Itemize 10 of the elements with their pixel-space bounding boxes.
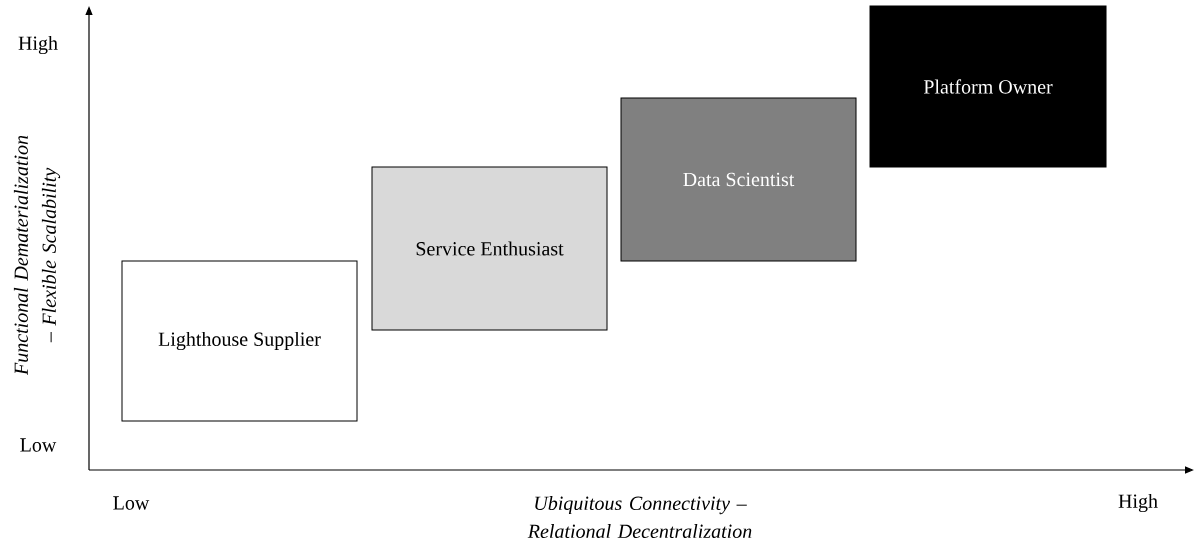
axis-title: Functional Dematerialization – Flexible Scalability bbox=[13, 135, 61, 376]
axis-tick-label: High bbox=[18, 35, 58, 55]
axis-tick-label: Low bbox=[113, 496, 150, 510]
category-box: Data Scientist bbox=[620, 97, 857, 262]
axis-tick-label: High bbox=[1118, 493, 1158, 513]
axis-tick-label: Low bbox=[20, 438, 57, 452]
category-box: Service Enthusiast bbox=[371, 166, 608, 331]
axis-title: Ubiquitous Connectivity – Relational Decentralization bbox=[527, 495, 752, 539]
category-box: Platform Owner bbox=[869, 5, 1107, 168]
category-box: Lighthouse Supplier bbox=[121, 260, 358, 422]
